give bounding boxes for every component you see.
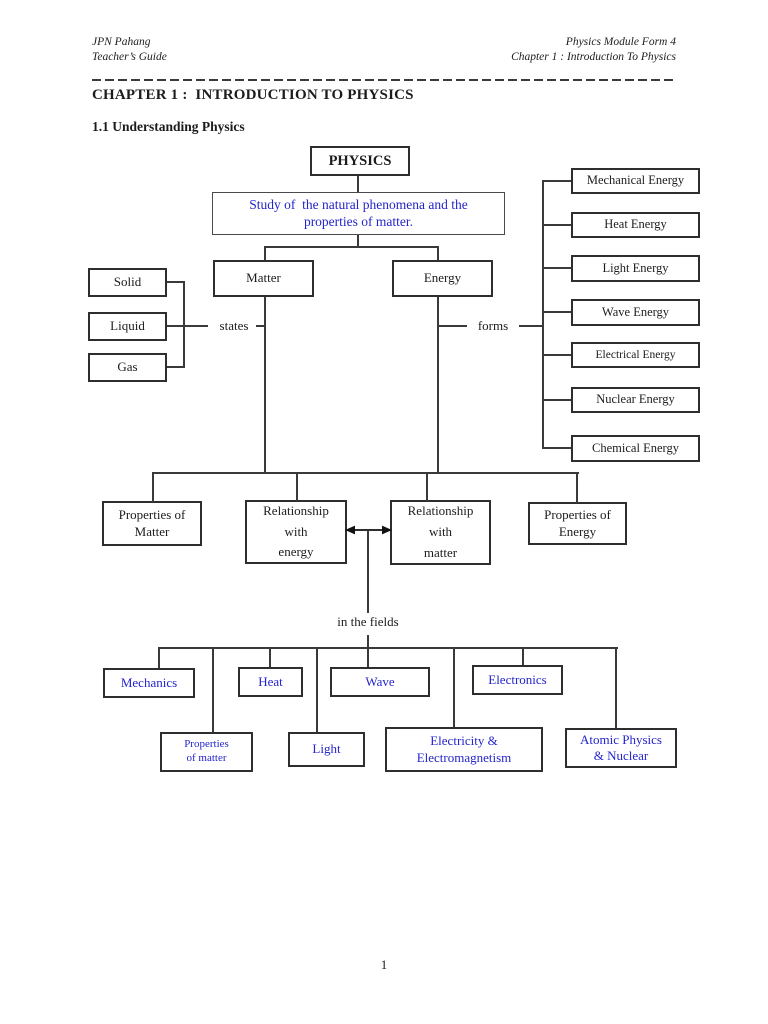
connector	[264, 297, 266, 474]
state-solid-box: Solid	[88, 268, 167, 297]
connector	[152, 472, 154, 502]
energy-form-chemical-box: Chemical Energy	[571, 435, 700, 462]
connector	[542, 311, 571, 313]
connector	[367, 531, 369, 613]
page-number: 1	[380, 957, 388, 972]
in-the-fields-label: in the fields	[337, 614, 399, 629]
field-electricity-electromagnetism-box: Electricity & Electromagnetism	[385, 727, 543, 772]
connector	[542, 447, 571, 449]
aspect-relationship-with-energy-box: Relationship with energy	[245, 500, 347, 564]
field-electronics-box: Electronics	[472, 665, 563, 695]
section-heading: 1.1 Understanding Physics	[92, 119, 245, 134]
energy-form-nuclear-box: Nuclear Energy	[571, 387, 700, 413]
connector	[152, 472, 579, 474]
connector	[357, 235, 359, 247]
aspect-properties-of-energy-box: Properties of Energy	[528, 502, 627, 545]
connector	[264, 246, 266, 260]
connector	[437, 246, 439, 260]
energy-form-wave-box: Wave Energy	[571, 299, 700, 326]
connector	[542, 180, 544, 449]
aspect-relationship-with-matter-box: Relationship with matter	[390, 500, 491, 565]
connector	[183, 281, 185, 368]
field-light-box: Light	[288, 732, 365, 767]
connector	[167, 325, 183, 327]
connector	[453, 647, 455, 727]
connector	[367, 635, 369, 648]
energy-form-electrical-box: Electrical Energy	[571, 342, 700, 368]
field-wave-box: Wave	[330, 667, 430, 697]
state-gas-box: Gas	[88, 353, 167, 382]
connector	[269, 647, 271, 667]
connector	[542, 354, 571, 356]
connector	[542, 399, 571, 401]
connector	[296, 472, 298, 501]
connector	[576, 472, 578, 503]
energy-form-mechanical-box: Mechanical Energy	[571, 168, 700, 194]
definition-box: Study of the natural phenomena and the p…	[212, 192, 505, 235]
connector	[185, 325, 208, 327]
header-module: Physics Module Form 4	[565, 36, 676, 48]
connector	[256, 325, 266, 327]
matter-box: Matter	[213, 260, 314, 297]
header-guide: Teacher’s Guide	[92, 51, 167, 63]
field-properties-of-matter-box: Properties of matter	[160, 732, 253, 772]
connector	[264, 246, 439, 248]
connector	[439, 325, 467, 327]
connector	[542, 180, 571, 182]
connector	[167, 281, 183, 283]
aspect-properties-of-matter-box: Properties of Matter	[102, 501, 202, 546]
field-heat-box: Heat	[238, 667, 303, 697]
field-mechanics-box: Mechanics	[103, 668, 195, 698]
state-liquid-box: Liquid	[88, 312, 167, 341]
connector	[519, 325, 542, 327]
energy-form-light-box: Light Energy	[571, 255, 700, 282]
connector	[426, 472, 428, 501]
forms-label: forms	[477, 318, 509, 333]
connector	[212, 647, 214, 732]
connector	[542, 224, 571, 226]
physics-box: PHYSICS	[310, 146, 410, 176]
energy-box: Energy	[392, 260, 493, 297]
header-right: Physics Module Form 4 Chapter 1 : Introd…	[511, 35, 676, 65]
connector	[158, 647, 618, 649]
connector	[522, 647, 524, 665]
states-label: states	[219, 318, 249, 333]
connector	[367, 647, 369, 667]
connector	[357, 176, 359, 192]
chapter-heading: CHAPTER 1 : INTRODUCTION TO PHYSICS	[92, 87, 414, 103]
header-divider	[92, 79, 676, 81]
connector	[167, 366, 183, 368]
energy-form-heat-box: Heat Energy	[571, 212, 700, 238]
double-arrow-icon	[345, 525, 392, 535]
header-org: JPN Pahang	[92, 36, 151, 48]
header-chapter: Chapter 1 : Introduction To Physics	[511, 51, 676, 63]
connector	[615, 647, 617, 728]
field-atomic-physics-nuclear-box: Atomic Physics & Nuclear	[565, 728, 677, 768]
connector	[437, 297, 439, 474]
header-left: JPN Pahang Teacher’s Guide	[92, 35, 167, 65]
connector	[158, 647, 160, 668]
connector	[316, 647, 318, 732]
connector	[542, 267, 571, 269]
page-header: JPN Pahang Teacher’s Guide Physics Modul…	[92, 35, 676, 65]
